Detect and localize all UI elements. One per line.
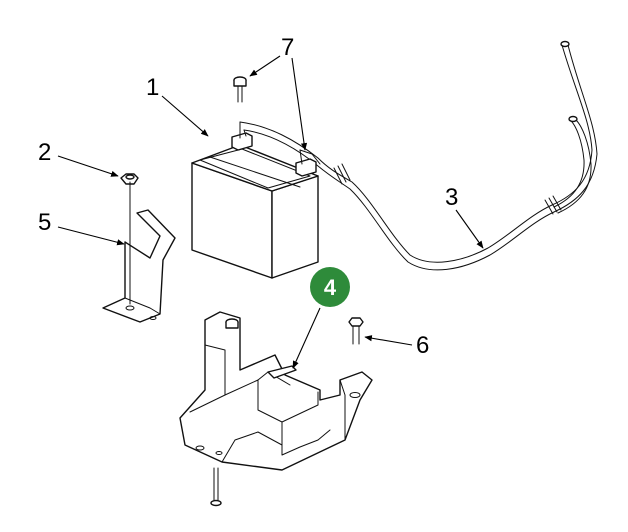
tray-bolt — [348, 317, 364, 345]
callout-7: 7 — [249, 34, 308, 151]
callout-3: 3 — [445, 184, 484, 249]
callout-6: 6 — [364, 332, 429, 359]
nut — [120, 173, 139, 185]
hold-down-bracket — [102, 181, 176, 323]
callout-5-label: 5 — [38, 209, 51, 236]
callout-1: 1 — [146, 74, 209, 137]
callout-4: 4 — [292, 267, 350, 369]
callout-1-label: 1 — [146, 74, 159, 101]
callout-2: 2 — [38, 139, 119, 177]
battery — [191, 121, 319, 279]
callout-7-label: 7 — [281, 34, 294, 61]
callout-6-label: 6 — [416, 332, 429, 359]
callout-2-label: 2 — [38, 139, 51, 166]
callout-4-label: 4 — [324, 275, 337, 300]
bottom-bolt — [210, 467, 222, 507]
battery-cable — [239, 40, 598, 271]
battery-tray — [179, 311, 373, 471]
callout-5: 5 — [38, 209, 125, 246]
callout-4-badge — [310, 267, 350, 307]
terminal-bolt — [233, 76, 247, 103]
callout-3-label: 3 — [445, 184, 458, 211]
